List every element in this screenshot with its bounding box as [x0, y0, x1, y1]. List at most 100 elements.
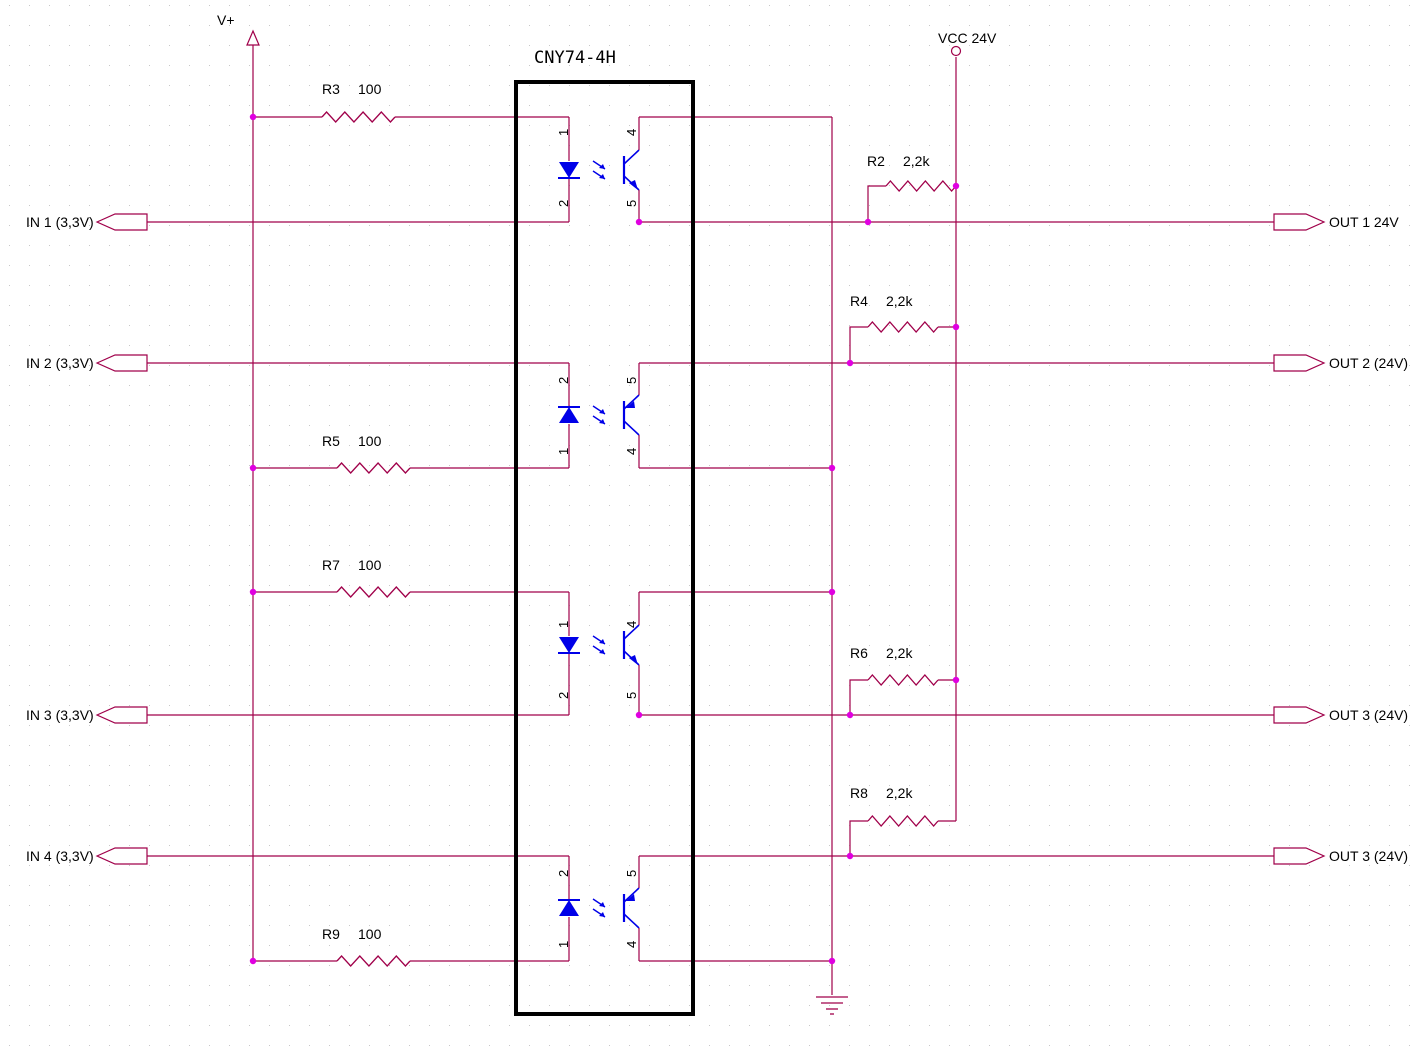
output-port-1: [1273, 213, 1326, 231]
output-label-1: OUT 1 24V: [1329, 214, 1399, 230]
led-4: [558, 898, 606, 918]
junction-dot: [249, 113, 257, 121]
input-port-4: [95, 847, 148, 865]
emitter-arrow: [629, 655, 638, 665]
emission-arrowhead: [599, 409, 605, 414]
junction-dot: [828, 464, 836, 472]
ch3-tr-top-pin: 4: [624, 621, 639, 628]
input-port-3: [95, 706, 148, 724]
resistor-r2-value: 2,2k: [903, 153, 930, 169]
pullup-resistor-4: [867, 815, 939, 827]
transistor-lead-lower: [623, 420, 640, 436]
junction-dot: [846, 711, 854, 719]
ch4-led-top-pin: 2: [556, 870, 571, 877]
junction-dot: [952, 676, 960, 684]
output-port-3: [1273, 706, 1326, 724]
input-port-2: [95, 354, 148, 372]
resistor-r6-value: 2,2k: [886, 645, 913, 661]
resistor-r7-ref: R7: [322, 557, 340, 573]
emitter-arrow: [629, 180, 638, 190]
input-label-4: IN 4 (3,3V): [26, 848, 94, 864]
series-resistor-4: [336, 955, 411, 967]
transistor-lead-upper: [623, 887, 640, 903]
vplus-label: V+: [217, 12, 235, 28]
phototransistor-4: [622, 856, 640, 961]
transistor-lead-upper: [623, 624, 640, 640]
led-body: [559, 407, 579, 423]
emission-arrowhead: [599, 902, 605, 907]
ch2-tr-top-pin: 5: [624, 377, 639, 384]
phototransistor-3: [622, 592, 640, 715]
emitter-arrow: [626, 401, 635, 408]
junction-dot: [828, 957, 836, 965]
led-body: [559, 637, 579, 653]
pullup-resistor-1: [885, 180, 957, 192]
emission-arrowhead: [599, 419, 605, 424]
resistor-r8-ref: R8: [850, 785, 868, 801]
output-label-3: OUT 3 (24V): [1329, 707, 1408, 723]
output-port-2: [1273, 354, 1326, 372]
input-label-3: IN 3 (3,3V): [26, 707, 94, 723]
output-label-4: OUT 3 (24V): [1329, 848, 1408, 864]
junctions: [249, 113, 960, 965]
ch1-led-bottom-pin: 2: [556, 200, 571, 207]
ch3-led-top-pin: 1: [556, 621, 571, 628]
resistor-r5-ref: R5: [322, 433, 340, 449]
ch3-tr-bottom-pin: 5: [624, 692, 639, 699]
led-body: [559, 162, 579, 178]
emission-arrowhead: [599, 649, 605, 654]
transistor-lead-upper: [623, 394, 640, 410]
input-label-1: IN 1 (3,3V): [26, 214, 94, 230]
junction-dot: [952, 323, 960, 331]
resistor-r9-value: 100: [358, 926, 382, 942]
resistor-r5-value: 100: [358, 433, 382, 449]
junction-dot: [846, 852, 854, 860]
vplus-symbol: [246, 29, 260, 46]
phototransistor-1: [622, 117, 640, 222]
ch1-led-top-pin: 1: [556, 129, 571, 136]
junction-dot: [249, 464, 257, 472]
vcc-label: VCC 24V: [938, 30, 997, 46]
input-label-2: IN 2 (3,3V): [26, 355, 94, 371]
output-label-2: OUT 2 (24V): [1329, 355, 1408, 371]
ch2-tr-bottom-pin: 4: [624, 448, 639, 455]
emission-arrowhead: [599, 164, 605, 169]
led-body: [559, 900, 579, 916]
emission-arrowhead: [599, 912, 605, 917]
resistor-r9-ref: R9: [322, 926, 340, 942]
emission-arrowhead: [599, 174, 605, 179]
ch4-tr-bottom-pin: 4: [624, 941, 639, 948]
resistor-r7-value: 100: [358, 557, 382, 573]
junction-dot: [249, 588, 257, 596]
ch1-tr-bottom-pin: 5: [624, 200, 639, 207]
resistor-r8-value: 2,2k: [886, 785, 913, 801]
pullup-wire-a-2: [849, 326, 868, 363]
led-3: [558, 635, 606, 655]
vcc-symbol: [950, 45, 962, 57]
junction-dot: [952, 182, 960, 190]
ch4-tr-top-pin: 5: [624, 870, 639, 877]
junction-dot: [846, 359, 854, 367]
led-2: [558, 405, 606, 425]
phototransistor-2: [622, 363, 640, 468]
emitter-arrow: [626, 894, 635, 901]
resistor-r3-value: 100: [358, 81, 382, 97]
junction-dot: [864, 218, 872, 226]
transistor-lead-upper: [623, 149, 640, 165]
series-resistor-2: [336, 462, 411, 474]
resistor-r6-ref: R6: [850, 645, 868, 661]
emission-arrowhead: [599, 639, 605, 644]
junction-dot: [635, 711, 643, 719]
junction-dot: [249, 957, 257, 965]
labels: V+ VCC 24V CNY74-4H IN 1 (3,3V) IN 2 (3,…: [26, 12, 1408, 948]
ch4-led-bottom-pin: 1: [556, 941, 571, 948]
junction-dot: [828, 588, 836, 596]
pullup-resistor-3: [867, 674, 939, 686]
chip-outline: [514, 80, 695, 1016]
resistor-r3-ref: R3: [322, 81, 340, 97]
input-port-1: [95, 213, 148, 231]
series-resistor-3: [336, 586, 411, 598]
ch2-led-top-pin: 2: [556, 377, 571, 384]
